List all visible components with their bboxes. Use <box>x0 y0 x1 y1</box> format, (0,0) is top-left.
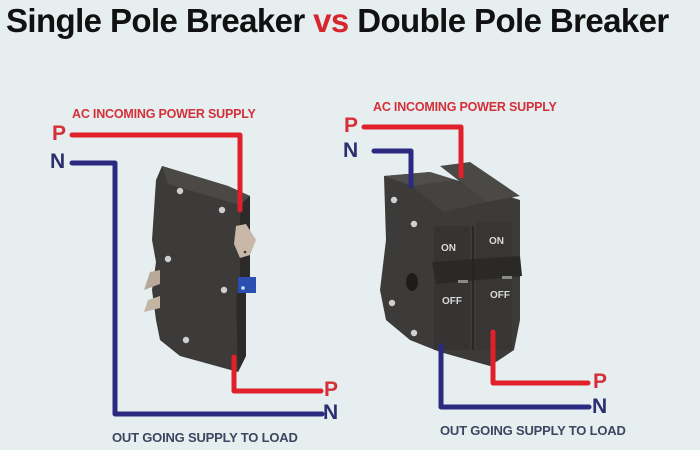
double-in-n-label: N <box>343 139 359 162</box>
single-phase-out-wire <box>231 354 324 394</box>
double-incoming-label: AC INCOMING POWER SUPPLY <box>373 100 557 114</box>
left-off-label: OFF <box>442 296 462 307</box>
double-in-p-label: P <box>344 114 359 137</box>
single-out-p-label: P <box>324 378 339 401</box>
double-out-p-label: P <box>593 370 608 393</box>
double-out-n-label: N <box>592 395 608 418</box>
double-phase-in-wire <box>361 124 464 179</box>
single-in-n-label: N <box>50 150 66 173</box>
title-vs: vs <box>313 2 349 39</box>
single-in-p-label: P <box>52 122 67 145</box>
single-incoming-label: AC INCOMING POWER SUPPLY <box>72 107 256 121</box>
title-single-pole: Single Pole Breaker <box>6 2 305 39</box>
single-pole-breaker-icon <box>144 166 256 372</box>
single-phase-in-wire <box>69 132 243 213</box>
single-out-n-label: N <box>323 401 339 424</box>
title-double-pole: Double Pole Breaker <box>357 2 669 39</box>
right-on-label: ON <box>489 236 504 247</box>
double-neutral-out-wire <box>438 343 592 410</box>
right-off-label: OFF <box>490 290 510 301</box>
double-phase-out-wire <box>490 329 591 386</box>
double-outgoing-label: OUT GOING SUPPLY TO LOAD <box>440 423 626 438</box>
double-neutral-in-wire <box>371 148 414 189</box>
single-neutral-wire <box>69 160 325 417</box>
left-on-label: ON <box>441 243 456 254</box>
single-outgoing-label: OUT GOING SUPPLY TO LOAD <box>112 430 298 445</box>
page-title: Single Pole Breaker vs Double Pole Break… <box>6 2 669 40</box>
double-pole-breaker-icon <box>380 162 522 366</box>
